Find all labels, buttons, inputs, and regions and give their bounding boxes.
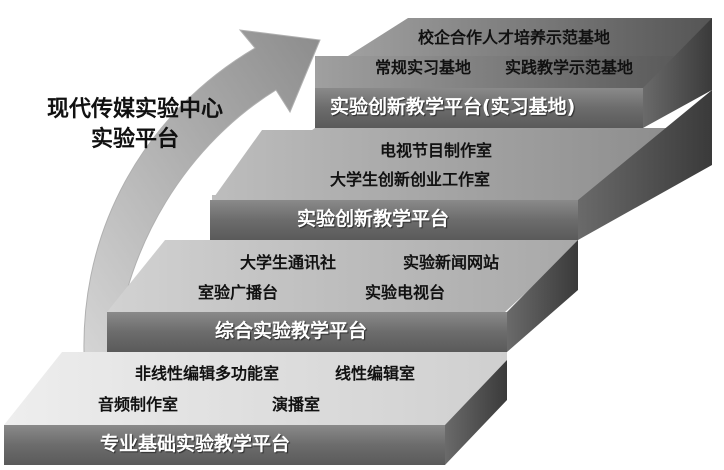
level-2-item: 室验广播台 [198, 283, 279, 302]
step-1-face [4, 352, 507, 425]
step-4-platform-bar [315, 88, 643, 128]
center-title: 现代传媒实验中心 实验平台 [20, 95, 250, 155]
level-3-item: 大学生创新创业工作室 [330, 170, 491, 189]
level-3-item: 电视节目制作室 [380, 141, 493, 160]
level-4-platform-label: 实验创新教学平台(实习基地) [330, 96, 576, 118]
step-2-platform-bar [107, 312, 507, 352]
level-2-platform-label: 综合实验教学平台 [215, 320, 368, 342]
step-3-side [578, 90, 712, 240]
step-3-platform-bar [210, 200, 578, 240]
level-2-item: 实验电视台 [365, 283, 446, 302]
level-2-item: 大学生通讯社 [240, 253, 337, 272]
level-4-item: 校企合作人才培养示范基地 [418, 28, 611, 47]
step-4-face [315, 56, 700, 88]
step-1-platform-bar [4, 425, 445, 465]
step-3-face [212, 130, 700, 200]
level-1-platform-label: 专业基础实验教学平台 [100, 433, 291, 455]
level-4-item: 实践教学示范基地 [505, 58, 634, 77]
step-2-face [107, 240, 578, 312]
step-4-top [348, 18, 712, 56]
level-1-item: 音频制作室 [98, 395, 179, 414]
level-4-item: 常规实习基地 [375, 58, 472, 77]
level-1-item: 非线性编辑多功能室 [135, 364, 280, 383]
level-2-item: 实验新闻网站 [403, 253, 500, 272]
center-title-line2: 实验平台 [90, 127, 179, 152]
step-2-side [507, 240, 578, 352]
step-4-side [643, 18, 712, 128]
center-title-line1: 现代传媒实验中心 [46, 97, 223, 122]
step-1-side [445, 360, 507, 465]
level-1-item: 演播室 [272, 395, 321, 414]
level-1-item: 线性编辑室 [335, 364, 416, 383]
level-3-platform-label: 实验创新教学平台 [297, 208, 450, 230]
